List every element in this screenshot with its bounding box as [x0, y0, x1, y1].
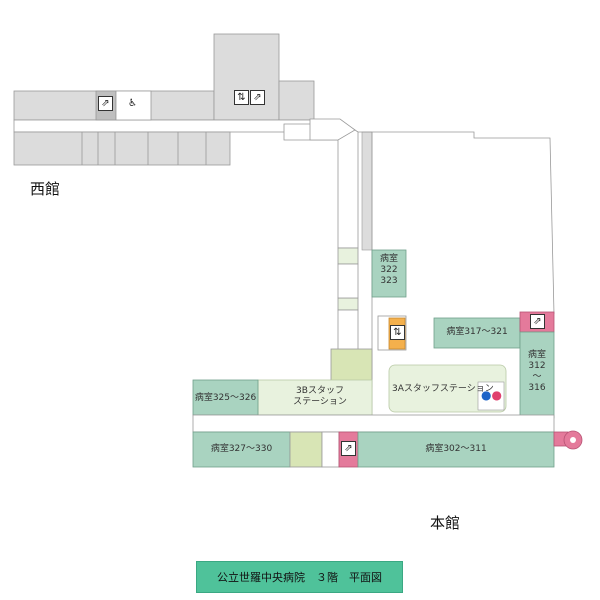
accessible-toilet-icon: ♿ — [128, 98, 137, 109]
restroom-icon: ●● — [481, 388, 502, 402]
south-corridor — [192, 414, 555, 433]
room-312-316-label: 病室 312 ～ 316 — [520, 350, 554, 394]
staff-station-3b — [257, 379, 373, 416]
elevator-icon: ⇅ — [234, 90, 249, 105]
room-312-316-line2: 312 — [528, 361, 546, 371]
west-wing-corridor — [13, 119, 315, 133]
escalator-icon: ⇗ — [250, 90, 265, 105]
staff-station-3b-label: 3Bスタッフ ステーション — [280, 386, 360, 408]
room-302-311 — [357, 431, 555, 468]
room-322-323-line3: 323 — [380, 276, 398, 286]
west-wing-connector — [278, 80, 315, 121]
staff-station-3a-label: 3Aスタッフステーション — [392, 384, 494, 394]
escalator-icon: ⇗ — [341, 441, 356, 456]
west-wing-bottom-rooms — [13, 131, 231, 166]
room-317-321-label: 病室317～321 — [446, 327, 508, 337]
room-322-323 — [371, 249, 407, 298]
main-building-label: 本館 — [430, 514, 461, 532]
room-327-330 — [192, 431, 291, 468]
staff-station-3a — [388, 364, 507, 413]
olive-room-south — [289, 431, 323, 468]
room-312-316-line1: 病室 — [527, 350, 546, 360]
escalator-icon: ⇗ — [530, 314, 545, 329]
elevator-icon: ⇅ — [390, 325, 405, 340]
room-322-323-line1: 病室 — [379, 254, 398, 264]
room-325-326 — [192, 379, 259, 416]
west-wing — [13, 33, 315, 166]
escalator-icon: ⇗ — [98, 96, 113, 111]
room-322-323-label: 病室 322 323 — [372, 254, 406, 287]
room-312-316 — [519, 331, 555, 419]
staff-station-3b-line2: ステーション — [293, 397, 347, 407]
room-325-326-label: 病室325～326 — [194, 393, 257, 403]
main-west-corridor-mid — [337, 297, 359, 311]
room-327-330-label: 病室327～330 — [210, 444, 273, 454]
east-spiral — [553, 430, 583, 450]
restroom-area — [477, 381, 505, 411]
room-322-323-line2: 322 — [380, 265, 398, 275]
main-west-corridor-top — [337, 247, 359, 265]
room-312-316-line4: 316 — [528, 383, 546, 393]
room-312-316-line3: ～ — [532, 372, 542, 382]
floor-plan-title: 公立世羅中央病院 ３階 平面図 — [196, 561, 403, 593]
west-wing-annex — [213, 33, 280, 121]
room-317-321 — [433, 317, 521, 349]
west-building-label: 西館 — [30, 180, 61, 198]
connecting-corridor — [283, 118, 373, 251]
west-wing-lobby — [115, 90, 152, 121]
staff-station-3b-line1: 3Bスタッフ — [296, 386, 344, 396]
room-302-311-label: 病室302～311 — [425, 444, 487, 454]
